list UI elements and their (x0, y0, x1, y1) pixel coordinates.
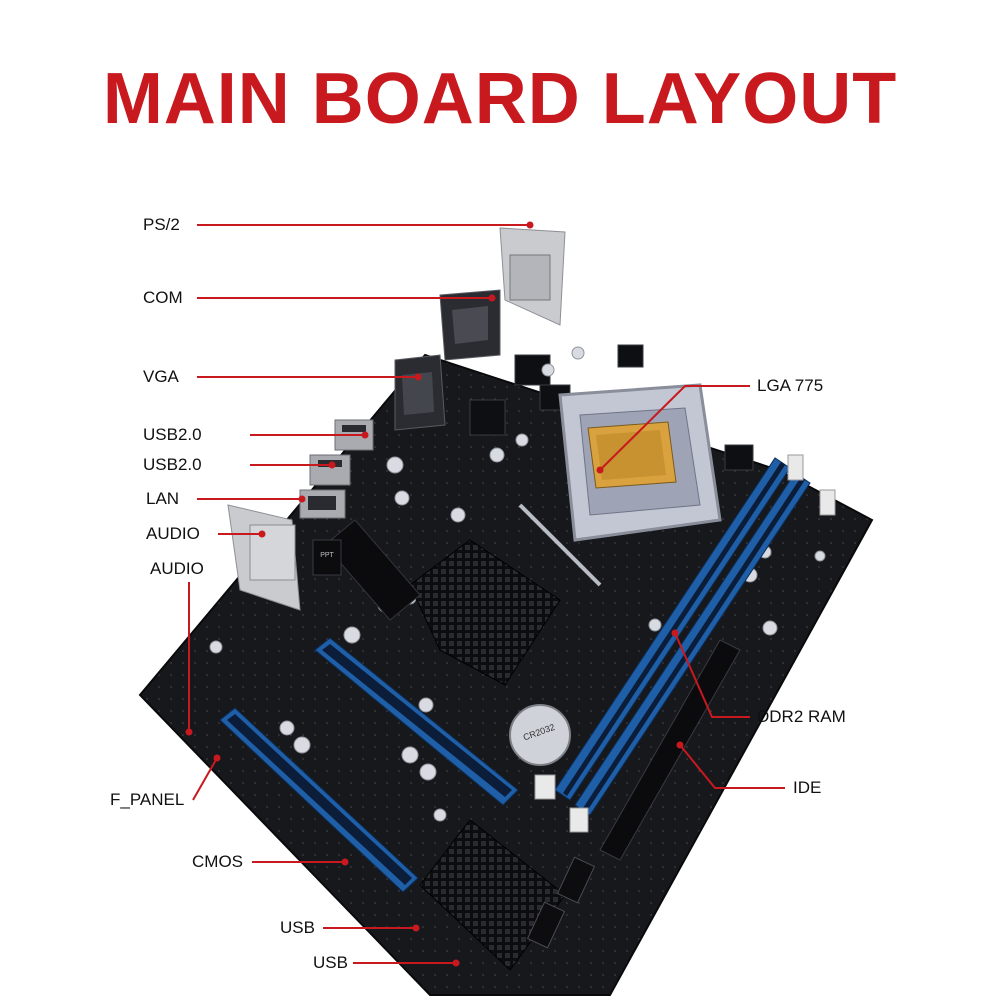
bios-chip-label: PPT (320, 552, 334, 559)
leader-dots (185, 221, 684, 967)
label-usb20-a: USB2.0 (143, 425, 202, 444)
capacitors (209, 346, 826, 822)
atx-power-connector (324, 519, 421, 621)
bios-chip: PPT (312, 539, 342, 576)
label-ddr2-ram: DDR2 RAM (757, 707, 846, 726)
ide-connector (599, 639, 741, 861)
page-title: MAIN BOARD LAYOUT (102, 59, 898, 139)
label-lan: LAN (146, 489, 180, 508)
cmos-battery: CR2032 (509, 704, 571, 766)
lan-port (299, 489, 346, 519)
label-ps2: PS/2 (143, 215, 180, 234)
ddr2-slots (534, 454, 836, 833)
cpu-socket (518, 383, 722, 587)
label-usb20-b: USB2.0 (143, 455, 202, 474)
northbridge-heatsink (409, 539, 561, 686)
com-port (439, 289, 501, 361)
sata-ports (526, 856, 596, 949)
leader-lines (188, 224, 785, 964)
label-ide: IDE (793, 778, 822, 797)
ps2-port (509, 254, 551, 301)
vga-port (394, 354, 446, 431)
label-lga775: LGA 775 (757, 376, 824, 395)
label-usb-a: USB (280, 918, 315, 937)
label-vga: VGA (143, 367, 179, 386)
pcie-x16-slot (314, 637, 519, 806)
label-com: COM (143, 288, 183, 307)
pci-slot (219, 707, 419, 893)
label-f-panel: F_PANEL (110, 790, 185, 809)
label-audio-a: AUDIO (146, 524, 200, 543)
label-audio-b: AUDIO (150, 559, 204, 578)
label-usb-b: USB (313, 953, 348, 972)
label-cmos: CMOS (192, 852, 243, 871)
